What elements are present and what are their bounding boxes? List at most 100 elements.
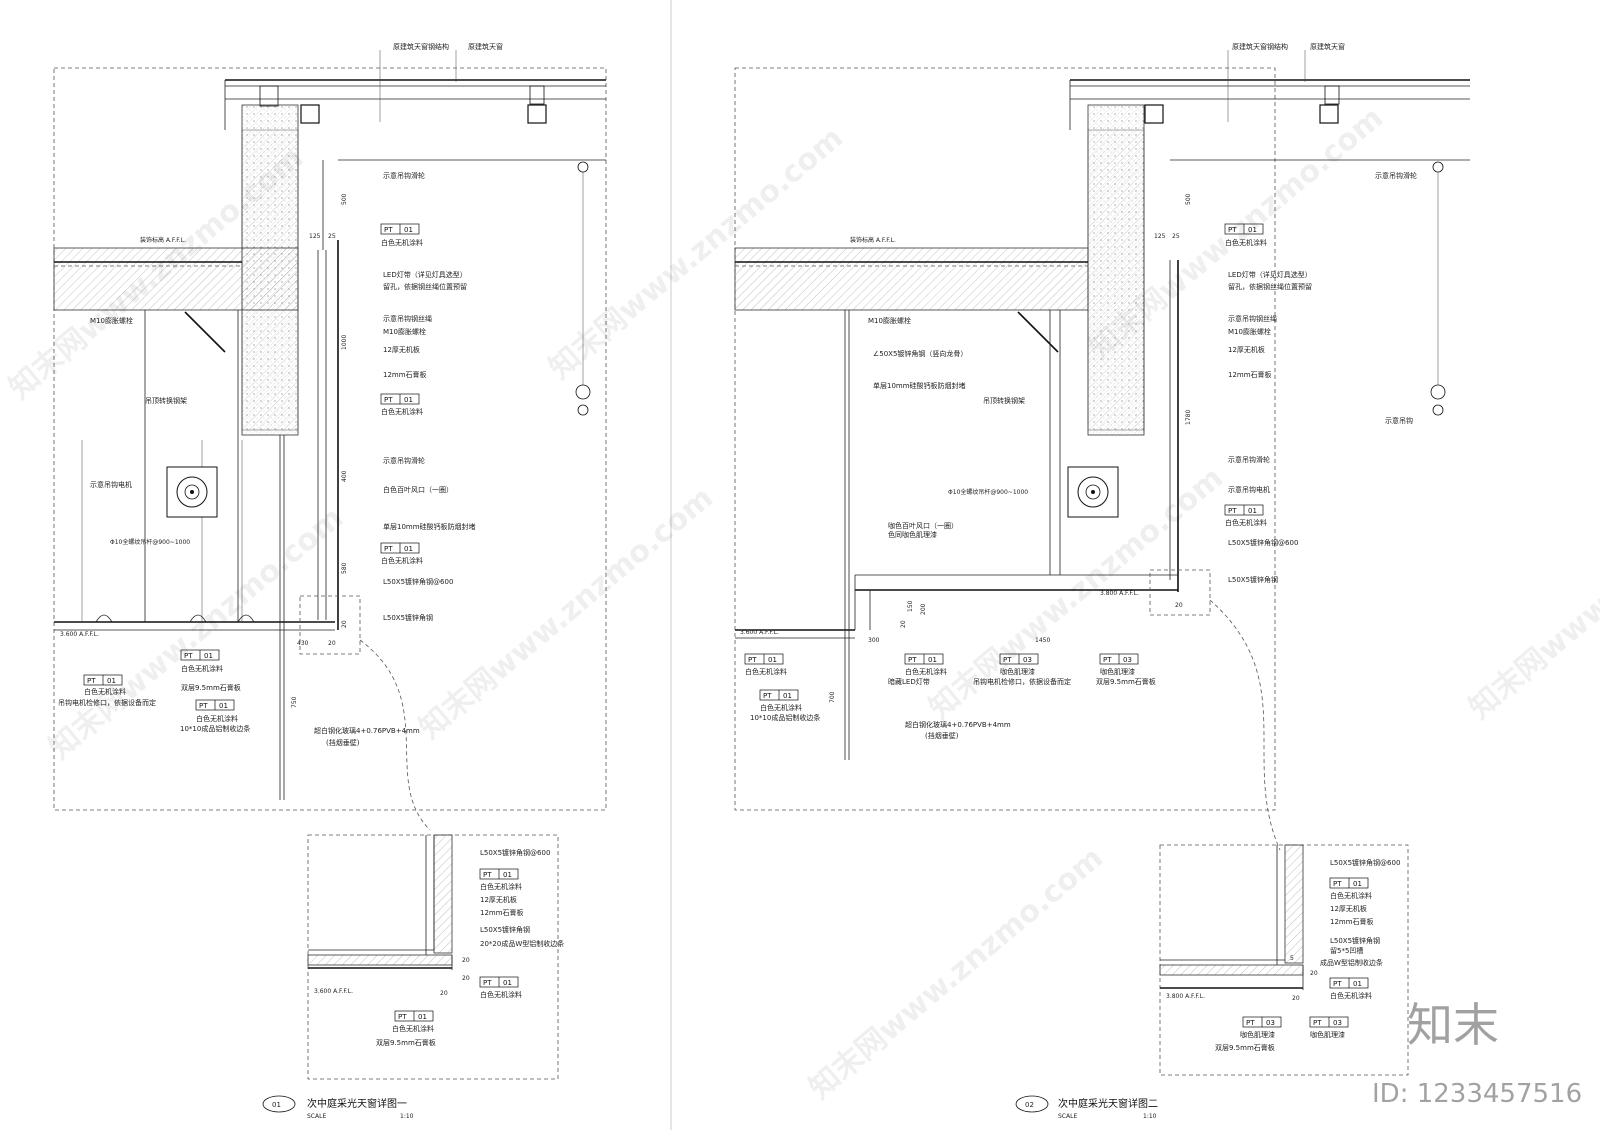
label-vent: 白色百叶风口（一圈） xyxy=(383,485,453,494)
svg-text:150: 150 xyxy=(907,600,914,612)
svg-text:PT: PT xyxy=(1333,880,1342,888)
svg-text:3.600 A.F.F.L.: 3.600 A.F.F.L. xyxy=(314,988,353,995)
svg-text:白色无机涂料: 白色无机涂料 xyxy=(1330,891,1372,900)
svg-text:白色无机涂料: 白色无机涂料 xyxy=(392,1024,434,1033)
svg-text:吊钩电机检修口，依据设备而定: 吊钩电机检修口，依据设备而定 xyxy=(973,677,1071,686)
svg-text:1780: 1780 xyxy=(1185,410,1192,425)
svg-text:PT: PT xyxy=(1246,1019,1255,1027)
svg-text:20: 20 xyxy=(462,957,470,964)
svg-text:白色无机涂料: 白色无机涂料 xyxy=(905,667,947,676)
tag-pt01-c: PT 01 白色无机涂料 xyxy=(380,542,423,565)
tag2-pt03-a: PT 03 咖色肌理漆 吊钩电机检修口，依据设备而定 xyxy=(973,653,1071,686)
brand-id-text: ID: 1233457516 xyxy=(1372,1079,1582,1109)
svg-text:白色无机涂料: 白色无机涂料 xyxy=(1225,518,1267,527)
svg-text:PT: PT xyxy=(763,692,772,700)
svg-text:PT: PT xyxy=(87,677,96,685)
svg-text:白色无机涂料: 白色无机涂料 xyxy=(745,667,787,676)
svg-text:留5*5凹槽: 留5*5凹槽 xyxy=(1330,946,1363,955)
svg-text:L50X5镀锌角钢: L50X5镀锌角钢 xyxy=(1330,936,1380,945)
label-skylight-steel: 原建筑天窗钢结构 xyxy=(393,42,449,51)
label-afl-lower: 3.600 A.F.F.L. xyxy=(60,631,99,638)
svg-text:12mm石膏板: 12mm石膏板 xyxy=(1228,370,1272,379)
svg-text:∠50X5镀锌角钢（竖向龙骨）: ∠50X5镀锌角钢（竖向龙骨） xyxy=(873,349,967,358)
svg-text:20: 20 xyxy=(462,975,470,982)
sheet1-title-block: 01 次中庭采光天窗详图一 SCALE 1:10 xyxy=(262,1095,414,1120)
tag-pt01-a: PT 01 白色无机涂料 xyxy=(380,223,423,247)
tag2-pt03-b: PT 03 咖色肌理漆 双层9.5mm石膏板 xyxy=(1096,653,1156,686)
svg-text:Φ10全螺纹吊杆@900~1000: Φ10全螺纹吊杆@900~1000 xyxy=(948,488,1028,496)
sheet2-title-block: 02 次中庭采光天窗详图二 SCALE 1:10 xyxy=(1015,1095,1158,1120)
svg-text:PT: PT xyxy=(1003,656,1012,664)
sheet2-frame xyxy=(734,67,1276,811)
svg-text:12厚无机板: 12厚无机板 xyxy=(1330,904,1367,913)
svg-text:SCALE: SCALE xyxy=(307,1113,326,1120)
svg-text:01: 01 xyxy=(1353,880,1362,888)
label-board12: 12厚无机板 xyxy=(383,345,420,354)
svg-text:10*10成品铝制收边条: 10*10成品铝制收边条 xyxy=(750,713,820,722)
truss-brace xyxy=(184,311,226,353)
svg-text:PT: PT xyxy=(748,656,757,664)
floor-slab xyxy=(53,247,299,311)
svg-text:原建筑天窗钢结构: 原建筑天窗钢结构 xyxy=(1232,42,1288,51)
svg-text:3.800 A.F.F.L.: 3.800 A.F.F.L. xyxy=(1100,590,1139,597)
svg-text:知末网www.znzmo.com: 知末网www.znzmo.com xyxy=(1463,460,1600,726)
label-m10b: M10膨胀螺栓 xyxy=(383,327,426,336)
svg-text:1450: 1450 xyxy=(1035,637,1050,644)
svg-text:L50X5镀锌角钢@600: L50X5镀锌角钢@600 xyxy=(1330,858,1400,867)
svg-text:白色无机涂料: 白色无机涂料 xyxy=(84,687,126,696)
tag2-pt01-c: PT 01 白色无机涂料 xyxy=(744,653,787,676)
svg-text:M10膨胀螺栓: M10膨胀螺栓 xyxy=(868,316,911,325)
svg-text:白色无机涂料: 白色无机涂料 xyxy=(1225,238,1267,247)
label-glass-note: (挡烟垂壁) xyxy=(326,738,360,747)
svg-text:01: 01 xyxy=(503,871,512,879)
svg-text:01: 01 xyxy=(219,702,228,710)
tag-pt01-f: PT 01 白色无机涂料 10*10成品铝制收边条 xyxy=(180,699,250,733)
svg-text:示意吊钩: 示意吊钩 xyxy=(1385,416,1413,425)
svg-text:原建筑天窗: 原建筑天窗 xyxy=(1310,42,1345,51)
tag2-pt01-a: PT 01 白色无机涂料 xyxy=(1224,223,1267,247)
tag-pt01-d: PT 01 白色无机涂料 双层9.5mm石膏板 xyxy=(180,649,241,692)
svg-text:LED灯带（详见灯具选型）: LED灯带（详见灯具选型） xyxy=(1228,270,1312,279)
label-pulley2: 示意吊钩滑轮 xyxy=(383,456,425,465)
svg-text:吊钩电机检修口，依据设备而定: 吊钩电机检修口，依据设备而定 xyxy=(58,698,156,707)
steel-beam-2 xyxy=(527,104,547,124)
svg-text:白色无机涂料: 白色无机涂料 xyxy=(381,407,423,416)
label-m10: M10膨胀螺栓 xyxy=(90,316,133,325)
sheet1-title: 次中庭采光天窗详图一 xyxy=(307,1097,407,1110)
svg-text:L50X5镀锌角钢: L50X5镀锌角钢 xyxy=(480,925,530,934)
svg-text:125: 125 xyxy=(309,233,321,240)
svg-text:01: 01 xyxy=(404,226,413,234)
svg-text:成品W型铝制收边条: 成品W型铝制收边条 xyxy=(1320,958,1383,967)
svg-text:20: 20 xyxy=(440,990,448,997)
floor-slab-2 xyxy=(734,247,1089,311)
tag2-pt01-e: PT 01 白色无机涂料 暗藏LED灯带 xyxy=(888,653,947,686)
svg-text:PT: PT xyxy=(384,226,393,234)
svg-text:01: 01 xyxy=(204,652,213,660)
svg-text:01: 01 xyxy=(928,656,937,664)
svg-text:1:10: 1:10 xyxy=(1143,1113,1157,1120)
svg-text:700: 700 xyxy=(829,691,836,703)
svg-text:12厚无机板: 12厚无机板 xyxy=(1228,345,1265,354)
svg-text:12mm石膏板: 12mm石膏板 xyxy=(1330,917,1374,926)
svg-text:单层10mm硅酸钙板防烟封堵: 单层10mm硅酸钙板防烟封堵 xyxy=(873,381,966,390)
tag-pt01-e: PT 01 白色无机涂料 吊钩电机检修口，依据设备而定 xyxy=(58,674,156,707)
label-gypsum12: 12mm石膏板 xyxy=(383,370,427,379)
svg-text:5: 5 xyxy=(1290,955,1294,962)
svg-text:01: 01 xyxy=(272,1101,281,1109)
label-pulley-wire: 示意吊钩钢丝绳 xyxy=(383,314,432,323)
svg-text:PT: PT xyxy=(1228,226,1237,234)
svg-text:20: 20 xyxy=(1292,995,1300,1002)
sheet1-frame xyxy=(53,67,607,811)
svg-text:咖色百叶风口（一圈）: 咖色百叶风口（一圈） xyxy=(888,521,958,530)
svg-text:PT: PT xyxy=(1313,1019,1322,1027)
svg-text:PT: PT xyxy=(398,1013,407,1021)
callout-box-1 xyxy=(299,595,361,655)
svg-text:超白钢化玻璃4+0.76PVB+4mm: 超白钢化玻璃4+0.76PVB+4mm xyxy=(905,720,1011,729)
svg-text:01: 01 xyxy=(503,979,512,987)
svg-text:20: 20 xyxy=(900,620,907,628)
svg-text:示意吊钩滑轮: 示意吊钩滑轮 xyxy=(1228,455,1270,464)
svg-text:咖色肌理漆: 咖色肌理漆 xyxy=(1100,667,1135,676)
svg-text:01: 01 xyxy=(418,1013,427,1021)
svg-text:白色无机涂料: 白色无机涂料 xyxy=(1330,991,1372,1000)
svg-text:L50X5镀锌角钢@600: L50X5镀锌角钢@600 xyxy=(480,848,550,857)
